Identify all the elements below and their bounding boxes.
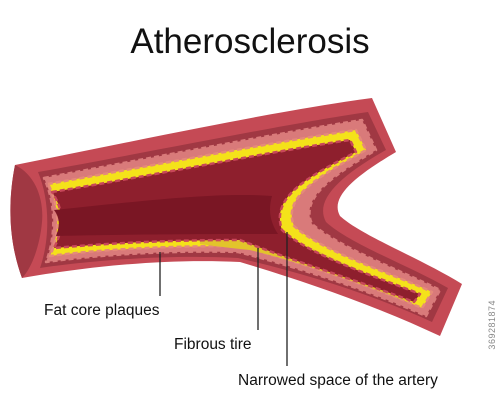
stock-image-id: 369281874 [487,300,497,350]
artery-cut-end [10,165,43,278]
plaque-lipid-core [200,233,410,300]
fat-core-plaques-label: Fat core plaques [44,302,160,319]
fibrous-tire-label: Fibrous tire [174,336,252,353]
lumen-inner-shade [54,194,278,236]
diagram-title: Atherosclerosis [130,22,370,61]
narrowed-space-label: Narrowed space of the artery [238,372,438,389]
